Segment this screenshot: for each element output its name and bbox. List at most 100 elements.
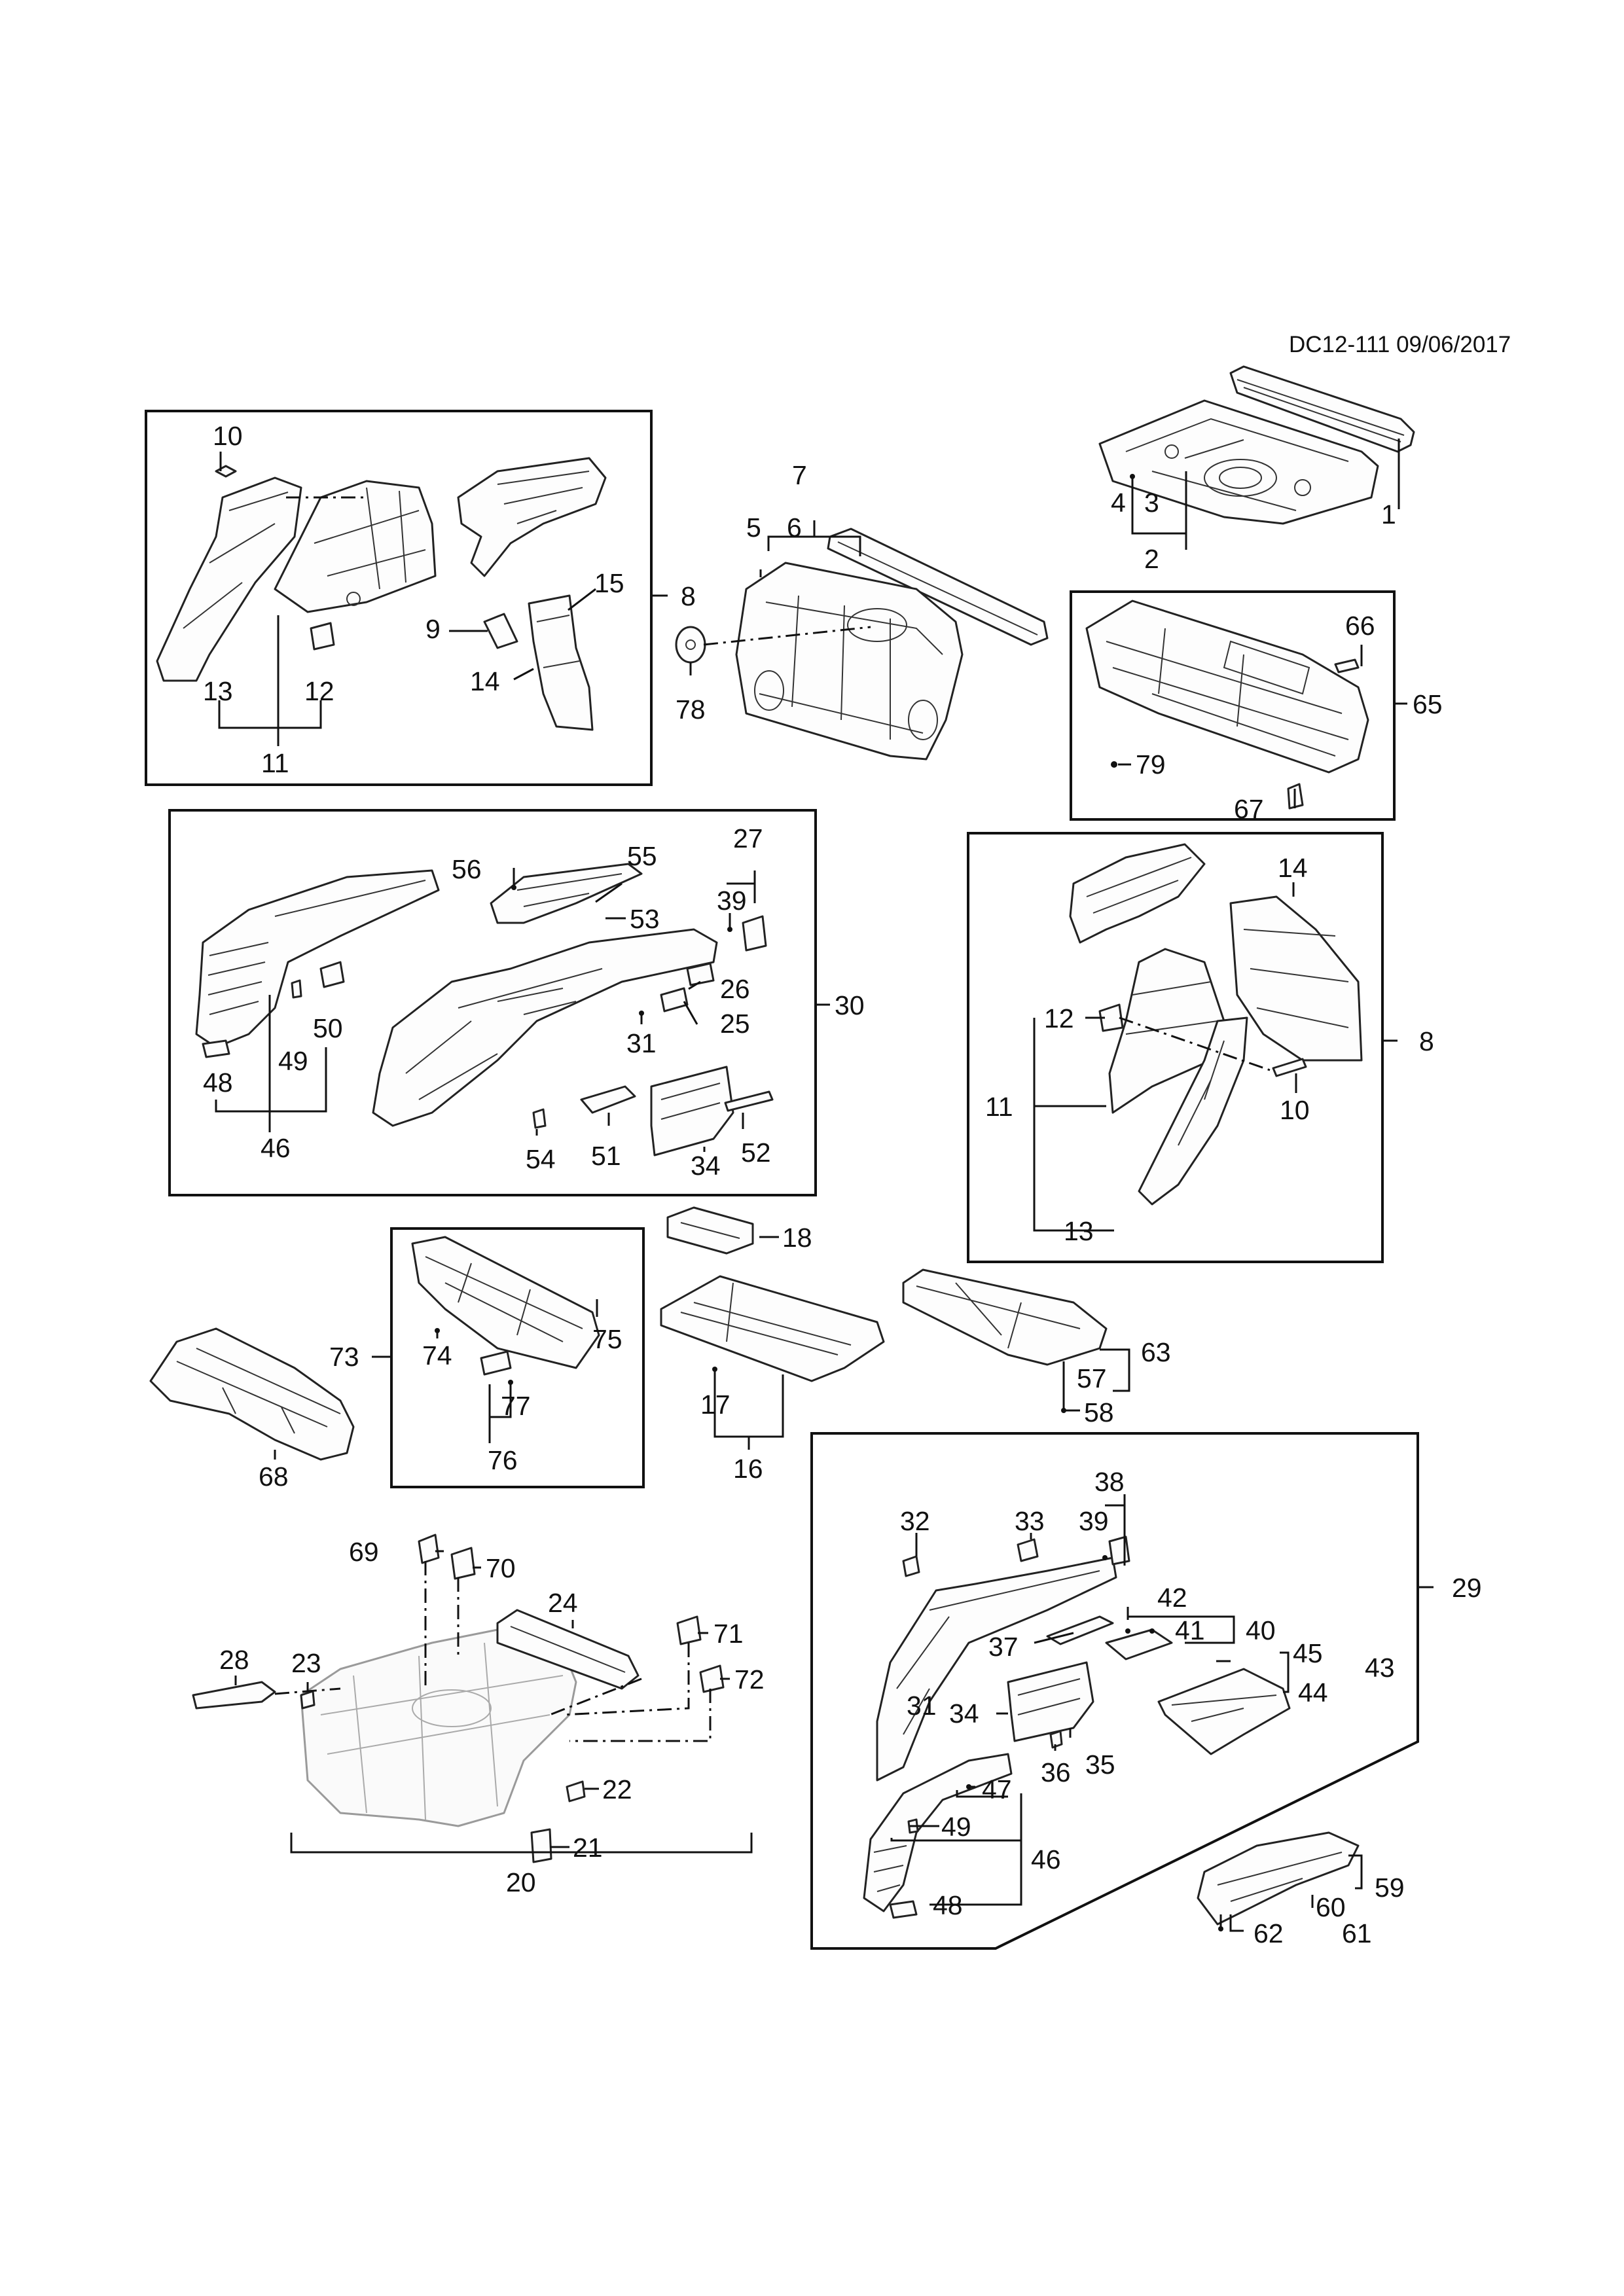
part-25-bracket bbox=[660, 987, 689, 1013]
callout-1: 1 bbox=[1381, 499, 1396, 529]
part-34-cover-29 bbox=[1007, 1661, 1094, 1742]
part-11-wheelhouse-inner-right bbox=[1108, 948, 1225, 1114]
part-16-floor-pan bbox=[660, 1275, 885, 1382]
callout-49-box29: 49 bbox=[941, 1812, 971, 1842]
callout-37: 37 bbox=[988, 1632, 1019, 1662]
callout-34-box29: 34 bbox=[949, 1698, 979, 1729]
part-10-clip bbox=[215, 465, 237, 478]
part-55-panel bbox=[490, 863, 643, 924]
part-upper-rail-panel-right bbox=[1069, 843, 1206, 944]
callout-44: 44 bbox=[1298, 1677, 1328, 1708]
callout-31-box29: 31 bbox=[907, 1691, 937, 1721]
callout-75: 75 bbox=[592, 1324, 623, 1354]
callout-70: 70 bbox=[486, 1553, 516, 1583]
callout-11-top: 11 bbox=[261, 748, 289, 778]
callout-58: 58 bbox=[1084, 1397, 1114, 1427]
callout-13-top: 13 bbox=[203, 676, 233, 706]
group-box-65 bbox=[1070, 590, 1396, 821]
callout-59: 59 bbox=[1375, 1873, 1405, 1903]
callout-39-box29: 39 bbox=[1079, 1506, 1109, 1536]
group-box-8-top bbox=[145, 410, 653, 786]
part-14-pillar-panel-right bbox=[1229, 895, 1363, 1062]
part-28-brace bbox=[192, 1681, 276, 1710]
part-21-bracket bbox=[530, 1828, 552, 1863]
part-40-bracket bbox=[1105, 1628, 1173, 1660]
part-54-clip bbox=[532, 1108, 547, 1129]
part-48-pad-29 bbox=[889, 1900, 918, 1919]
callout-14-top: 14 bbox=[470, 666, 500, 696]
callout-57: 57 bbox=[1077, 1363, 1107, 1393]
part-12-bracket bbox=[310, 622, 335, 651]
callout-40: 40 bbox=[1246, 1615, 1276, 1645]
callout-2: 2 bbox=[1144, 544, 1159, 574]
callout-78: 78 bbox=[676, 694, 706, 725]
callout-14-right: 14 bbox=[1278, 853, 1308, 883]
callout-46-box30: 46 bbox=[261, 1133, 291, 1163]
callout-46-box29: 46 bbox=[1031, 1844, 1061, 1874]
callout-27: 27 bbox=[733, 823, 763, 853]
callout-36: 36 bbox=[1041, 1757, 1071, 1787]
callout-12-top: 12 bbox=[304, 676, 334, 706]
callout-60: 60 bbox=[1316, 1892, 1346, 1922]
part-23-clip bbox=[300, 1690, 316, 1710]
callout-31-box30: 31 bbox=[626, 1028, 657, 1058]
part-32-clip bbox=[902, 1555, 920, 1577]
group-box-30 bbox=[168, 809, 817, 1196]
part-11-wheelhouse-inner bbox=[274, 480, 437, 613]
callout-47: 47 bbox=[982, 1774, 1012, 1804]
callout-26: 26 bbox=[720, 974, 750, 1004]
callout-71: 71 bbox=[713, 1619, 744, 1649]
callout-45: 45 bbox=[1293, 1638, 1323, 1668]
part-65-rear-end-panel bbox=[1085, 600, 1369, 774]
callout-67: 67 bbox=[1234, 794, 1264, 824]
callout-42: 42 bbox=[1157, 1583, 1187, 1613]
callout-13-right: 13 bbox=[1064, 1216, 1094, 1246]
callout-73: 73 bbox=[329, 1342, 359, 1372]
part-69-bracket bbox=[418, 1534, 440, 1564]
callout-56: 56 bbox=[452, 854, 482, 884]
part-13-wheelhouse-outer bbox=[156, 476, 302, 682]
part-50-bracket bbox=[319, 961, 345, 988]
part-7-cross-member bbox=[827, 528, 1049, 646]
part-20-rear-body bbox=[300, 1628, 577, 1827]
callout-54: 54 bbox=[526, 1144, 556, 1174]
callout-77: 77 bbox=[501, 1391, 531, 1421]
callout-5: 5 bbox=[746, 512, 761, 543]
part-70-bracket bbox=[450, 1547, 476, 1580]
part-upper-rail-panel bbox=[457, 457, 607, 577]
callout-62: 62 bbox=[1254, 1918, 1284, 1948]
callout-55: 55 bbox=[627, 841, 657, 871]
callout-74: 74 bbox=[422, 1340, 452, 1371]
callout-52: 52 bbox=[741, 1138, 771, 1168]
part-72-bracket bbox=[699, 1664, 725, 1693]
callout-25: 25 bbox=[720, 1009, 750, 1039]
part-63-crossmember bbox=[902, 1268, 1108, 1366]
part-77-bracket bbox=[480, 1350, 512, 1376]
part-46-wheelhouse bbox=[195, 869, 440, 1049]
part-71-bracket bbox=[676, 1615, 702, 1645]
callout-15: 15 bbox=[594, 568, 624, 598]
callout-68: 68 bbox=[259, 1462, 289, 1492]
callout-7: 7 bbox=[792, 460, 807, 490]
callout-17: 17 bbox=[700, 1390, 731, 1420]
callout-49-box30: 49 bbox=[278, 1046, 308, 1076]
part-26-clip bbox=[686, 962, 715, 986]
part-rear-frame-panel bbox=[735, 562, 964, 761]
diagram-code: DC12-111 09/06/2017 bbox=[1289, 332, 1511, 357]
callout-29: 29 bbox=[1452, 1573, 1482, 1603]
callout-23: 23 bbox=[291, 1648, 321, 1678]
part-48-pad bbox=[202, 1039, 230, 1058]
callout-38: 38 bbox=[1094, 1467, 1125, 1497]
part-52-strip bbox=[724, 1090, 774, 1112]
part-13-wheelhouse-outer-right bbox=[1138, 1016, 1248, 1206]
callout-11-right: 11 bbox=[985, 1092, 1013, 1122]
callout-33: 33 bbox=[1015, 1506, 1045, 1536]
callout-39-box30: 39 bbox=[717, 886, 747, 916]
part-33-clip bbox=[1017, 1538, 1039, 1562]
callout-4: 4 bbox=[1111, 488, 1126, 518]
callout-8-right: 8 bbox=[1419, 1026, 1434, 1056]
callout-9: 9 bbox=[425, 614, 441, 644]
part-14-pillar-panel bbox=[528, 594, 594, 731]
part-59-reinforcement bbox=[1197, 1831, 1360, 1926]
part-73-cross-member bbox=[411, 1236, 600, 1369]
